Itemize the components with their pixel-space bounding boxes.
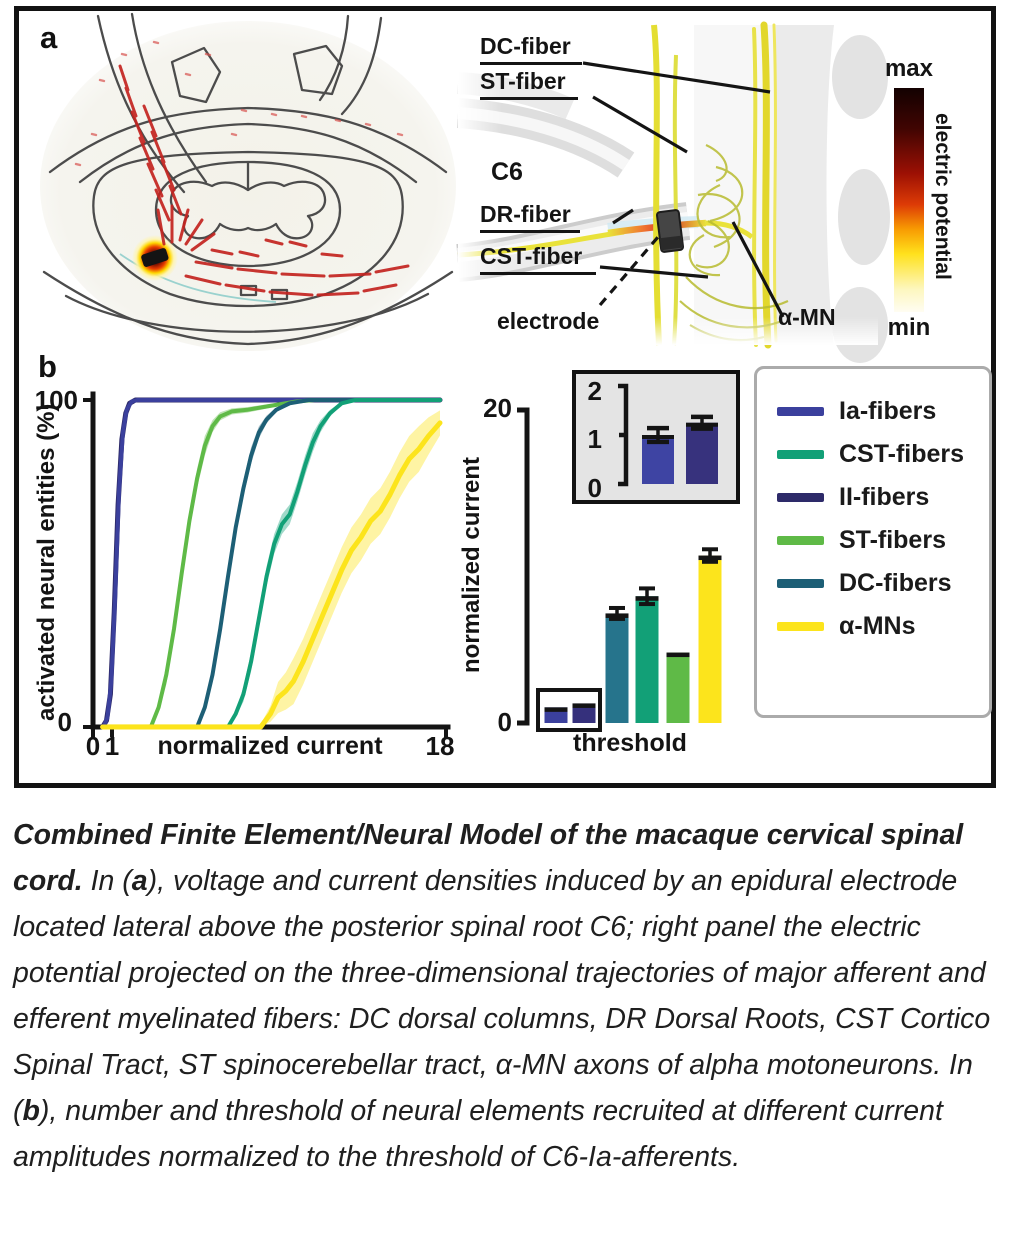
- inset-source-box: [536, 688, 602, 732]
- inset-ytick-2: 2: [587, 376, 602, 406]
- bar-α-MNs: [698, 555, 722, 723]
- legend-item-ii-fibers: II-fibers: [777, 476, 989, 519]
- caption-segment: b: [22, 1095, 40, 1127]
- caption-segment: a: [131, 865, 148, 897]
- inset-bar-II-fibers: [686, 422, 718, 484]
- st-fiber-label: ST-fiber: [480, 68, 578, 100]
- legend-label: CST-fibers: [839, 440, 965, 468]
- threshold-bar-chart: [517, 407, 722, 732]
- band-α-MNs: [102, 410, 440, 727]
- threshold-inset: 2 1 0: [572, 370, 740, 504]
- legend-item-st-fibers: ST-fibers: [777, 519, 989, 562]
- bar-DC-fibers: [605, 613, 629, 723]
- alpha-mn-label: α-MN: [778, 304, 836, 330]
- caption-segment: Combined Finite Element/Neural Model of …: [13, 819, 964, 897]
- recruitment-ytick-100: 100: [34, 385, 78, 415]
- leader-lines: [582, 61, 785, 318]
- bar-cap: [666, 652, 690, 658]
- threshold-xlabel: threshold: [573, 729, 687, 757]
- dc-fibers-swatch: [777, 579, 824, 588]
- caption-segment: ), number and threshold of neural elemen…: [13, 1095, 943, 1173]
- curve-α-MNs: [100, 420, 443, 730]
- legend-label: ST-fibers: [839, 526, 946, 554]
- ia-fibers-swatch: [777, 407, 824, 416]
- cst-fiber-label: CST-fiber: [480, 243, 596, 275]
- bar-cap: [698, 555, 722, 561]
- colorbar-min-label: min: [887, 314, 931, 341]
- figure-caption: Combined Finite Element/Neural Model of …: [13, 812, 998, 1180]
- legend-item-dc-fibers: DC-fibers: [777, 562, 989, 605]
- caption-segment: In (: [90, 865, 132, 897]
- threshold-ytick-20: 20: [483, 393, 512, 423]
- recruitment-xlabel: normalized current: [157, 732, 383, 760]
- inset-bar-cap: [686, 422, 718, 427]
- spine-3d-render: [456, 21, 890, 363]
- anatomy-outlines: [42, 12, 454, 346]
- errorbar-CST-fibers: [639, 586, 655, 607]
- threshold-ylabel: normalized current: [458, 456, 485, 674]
- recruitment-xtick-0: 0: [85, 731, 101, 761]
- inset-axis: [618, 383, 629, 487]
- recruitment-xtick-18: 18: [425, 731, 455, 761]
- legend-label: Ia-fibers: [839, 397, 937, 425]
- bar-II-fibers: [572, 703, 596, 723]
- threshold-axis: [517, 407, 530, 726]
- bar-ST-fibers: [666, 652, 690, 723]
- legend-label: II-fibers: [839, 483, 930, 511]
- curve-ST-fibers: [148, 398, 442, 729]
- st-fiber-path: [651, 24, 662, 346]
- curve-CST-fibers: [226, 398, 442, 729]
- recruitment-xtick-1: 1: [104, 731, 120, 761]
- bar-cap: [544, 707, 568, 712]
- threshold-ytick-0: 0: [497, 707, 512, 737]
- spinal-cross-section-drawing: [40, 12, 456, 351]
- legend-label: DC-fibers: [839, 569, 952, 597]
- alpha-mns-swatch: [777, 622, 824, 631]
- current-density-dots: [74, 40, 404, 167]
- st-fibers-swatch: [777, 536, 824, 545]
- legend-item-ia-fibers: Ia-fibers: [777, 390, 989, 433]
- cst-fibers-swatch: [777, 450, 824, 459]
- dr-fiber-label: DR-fiber: [480, 201, 580, 233]
- curve-DC-fibers: [195, 398, 442, 729]
- colorbar-max-label: max: [884, 55, 934, 82]
- c6-label: C6: [491, 158, 523, 186]
- spinal-canal-slab: [694, 25, 776, 345]
- bar-cap: [635, 596, 659, 601]
- panel-a-label: a: [40, 20, 58, 55]
- cst-fiber-path: [672, 54, 679, 346]
- curve-Ia-fibers: [101, 398, 442, 729]
- inset-bar-cap: [642, 435, 674, 439]
- panel-b-label: b: [38, 349, 57, 384]
- chart-legend: Ia-fibers CST-fibers II-fibers ST-fibers…: [754, 366, 992, 718]
- left-fade: [458, 25, 502, 345]
- current-density-arrows: [118, 64, 410, 297]
- electrode-label: electrode: [497, 308, 600, 334]
- bar-cap: [572, 703, 596, 708]
- electrode-cross-section: [141, 248, 169, 267]
- ii-fibers-swatch: [777, 493, 824, 502]
- colorbar-title: electric potential: [931, 113, 954, 280]
- caption-segment: ), voltage and current densities induced…: [13, 865, 991, 1127]
- legend-label: α-MNs: [839, 612, 916, 640]
- recruitment-ylabel: activated neural entities (%): [33, 403, 60, 722]
- bar-CST-fibers: [635, 596, 659, 723]
- bottom-fade: [458, 317, 878, 345]
- inset-ytick-0: 0: [587, 473, 602, 503]
- recruitment-ytick-0: 0: [57, 707, 72, 737]
- recruitment-axes: [83, 391, 451, 738]
- electrode-3d: [655, 209, 685, 253]
- dc-fiber-label: DC-fiber: [480, 33, 582, 65]
- electric-potential-colorbar: [894, 88, 924, 312]
- bar-cap: [605, 613, 629, 618]
- inset-ytick-1: 1: [587, 424, 602, 454]
- recruitment-curves-chart: [83, 391, 451, 738]
- legend-item-alpha-mns: α-MNs: [777, 605, 989, 648]
- vertebral-body-column: [776, 25, 834, 345]
- inset-bar-chart: [618, 383, 718, 487]
- legend-item-cst-fibers: CST-fibers: [777, 433, 989, 476]
